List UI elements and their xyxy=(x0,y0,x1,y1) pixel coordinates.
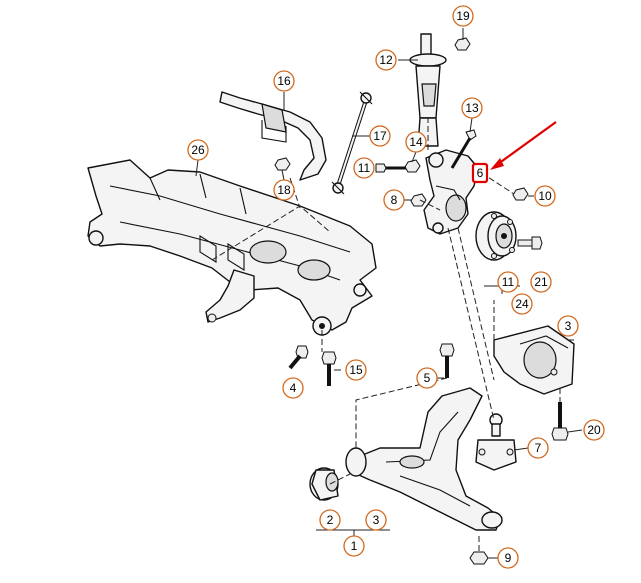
callout-10: 10 xyxy=(534,185,556,207)
callout-label: 3 xyxy=(373,513,380,527)
nut-18 xyxy=(274,157,291,171)
stabilizer-bar-part xyxy=(219,91,327,181)
wheel-hub-part xyxy=(475,211,517,261)
nut-8 xyxy=(410,193,427,207)
callout-21: 21 xyxy=(530,271,552,293)
callout-label: 15 xyxy=(349,363,363,377)
callout-label: 11 xyxy=(358,161,371,175)
callout-label: 17 xyxy=(373,129,387,143)
callout-11-upper: 11 xyxy=(353,157,375,179)
bolt-11-upper xyxy=(375,163,406,173)
bolt-5 xyxy=(439,343,455,378)
callout-4: 4 xyxy=(282,377,304,399)
callout-label: 7 xyxy=(535,441,542,455)
front-bushing-part xyxy=(309,467,339,501)
callout-label: 2 xyxy=(327,513,334,527)
bolt-13 xyxy=(450,129,477,169)
callout-label: 26 xyxy=(191,143,205,157)
callout-18: 18 xyxy=(273,179,295,201)
strut-part xyxy=(409,33,471,147)
callout-label: 14 xyxy=(409,135,423,149)
callout-label: 19 xyxy=(456,9,470,23)
callout-8: 8 xyxy=(383,189,405,211)
rear-bushing-part xyxy=(493,325,575,395)
callout-label: 6 xyxy=(477,166,484,180)
callout-19: 19 xyxy=(452,5,474,27)
callout-12: 12 xyxy=(375,49,397,71)
callout-label: 21 xyxy=(534,275,548,289)
callout-20: 20 xyxy=(583,419,605,441)
callout-3-upper: 3 xyxy=(557,315,579,337)
highlight-arrow xyxy=(490,121,557,170)
callout-26: 26 xyxy=(187,139,209,161)
callout-label: 16 xyxy=(277,74,291,88)
callout-3-lower: 3 xyxy=(365,509,387,531)
subframe-part xyxy=(87,159,377,336)
wheel-bearing-housing-part xyxy=(423,149,479,235)
callout-label: 12 xyxy=(379,53,393,67)
callout-label: 1 xyxy=(351,539,358,553)
callout-15: 15 xyxy=(345,359,367,381)
callout-16: 16 xyxy=(273,70,295,92)
callout-24: 24 xyxy=(511,293,533,315)
callout-13: 13 xyxy=(461,97,483,119)
callout-label: 3 xyxy=(565,319,572,333)
callout-label: 13 xyxy=(465,101,479,115)
callout-label: 18 xyxy=(277,183,291,197)
bolt-20 xyxy=(551,402,569,441)
callout-9: 9 xyxy=(497,547,519,569)
callout-6-highlighted: 6 xyxy=(471,162,489,184)
callout-14: 14 xyxy=(405,131,427,153)
nut-9 xyxy=(469,551,489,565)
ball-joint-part xyxy=(475,413,517,471)
callout-label: 11 xyxy=(502,275,515,289)
nut-10 xyxy=(512,187,529,201)
callout-label: 20 xyxy=(587,423,601,437)
callout-label: 5 xyxy=(424,371,431,385)
callout-label: 8 xyxy=(391,193,398,207)
bolt-4 xyxy=(288,345,309,370)
callout-label: 9 xyxy=(505,551,512,565)
callout-label: 4 xyxy=(290,381,297,395)
callout-2: 2 xyxy=(319,509,341,531)
coupling-link-part xyxy=(331,91,373,195)
callout-label: 24 xyxy=(515,297,529,311)
callout-1: 1 xyxy=(343,535,365,557)
bolt-15 xyxy=(321,351,337,386)
callout-17: 17 xyxy=(369,125,391,147)
callout-label: 10 xyxy=(538,189,552,203)
callout-11-lower: 11 xyxy=(497,271,519,293)
control-arm-part xyxy=(345,387,503,531)
callout-5: 5 xyxy=(416,367,438,389)
callout-7: 7 xyxy=(527,437,549,459)
hub-bolt-21 xyxy=(517,236,543,250)
